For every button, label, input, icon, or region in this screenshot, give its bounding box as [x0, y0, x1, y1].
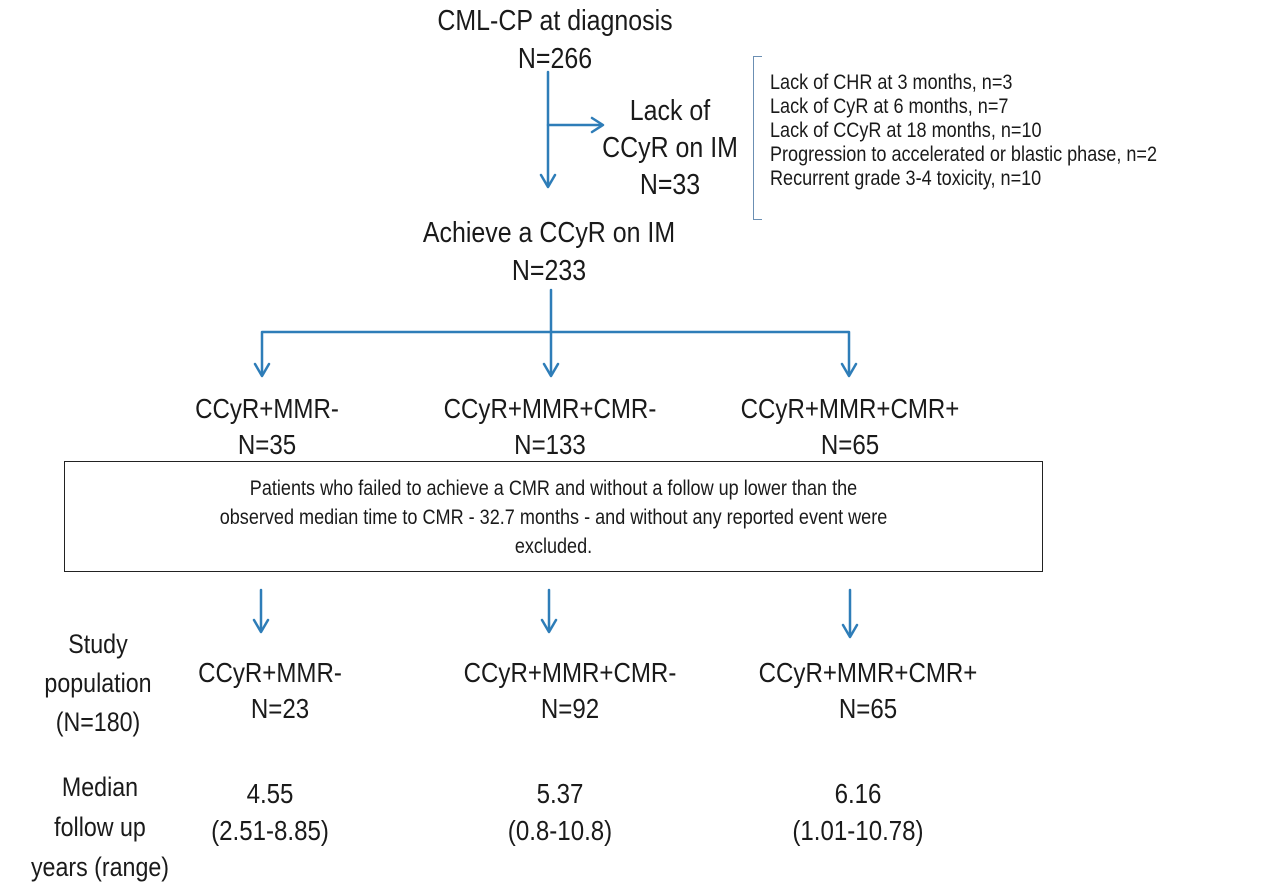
followup-label-line2: follow up — [54, 812, 146, 842]
group-3-label: CCyR+MMR+CMR+ — [740, 393, 960, 424]
exclusion-note-line: observed median time to CMR - 32.7 month… — [219, 506, 888, 529]
study-group-2-label: CCyR+MMR+CMR- — [463, 657, 677, 688]
achieve-title: Achieve a CCyR on IM — [422, 217, 676, 249]
reason-item: Progression to accelerated or blastic ph… — [770, 143, 1158, 166]
followup-2-range: (0.8-10.8) — [507, 815, 613, 846]
achieve-count: N=233 — [511, 255, 587, 287]
group-1-count: N=35 — [237, 429, 297, 460]
group-3-count: N=65 — [820, 429, 880, 460]
followup-2-median: 5.37 — [536, 778, 584, 809]
exclusion-note-line: excluded. — [514, 535, 593, 558]
followup-label-line3: years (range) — [30, 852, 170, 882]
lack-line2: CCyR on IM — [602, 132, 738, 164]
reason-item: Recurrent grade 3-4 toxicity, n=10 — [770, 167, 1042, 190]
reasons-bracket — [753, 56, 762, 220]
study-population-line3: (N=180) — [55, 707, 141, 737]
study-population-line1: Study — [68, 629, 128, 659]
followup-1-median: 4.55 — [246, 778, 294, 809]
followup-label-line1: Median — [61, 772, 139, 802]
followup-1-range: (2.51-8.85) — [211, 815, 329, 846]
study-group-1-label: CCyR+MMR- — [198, 657, 342, 688]
group-2-label: CCyR+MMR+CMR- — [443, 393, 657, 424]
study-population-line2: population — [44, 668, 152, 698]
diagnosis-title: CML-CP at diagnosis — [437, 5, 673, 37]
study-group-3-label: CCyR+MMR+CMR+ — [758, 657, 978, 688]
arrow-achieve-split — [260, 288, 851, 377]
group-1-label: CCyR+MMR- — [195, 393, 339, 424]
study-group-3-count: N=65 — [838, 693, 898, 724]
diagnosis-count: N=266 — [517, 43, 593, 75]
followup-3-range: (1.01-10.78) — [792, 815, 924, 846]
lack-line1: Lack of — [629, 95, 711, 127]
exclusion-note-line: Patients who failed to achieve a CMR and… — [249, 477, 858, 500]
group-2-count: N=133 — [514, 429, 586, 460]
reason-item: Lack of CyR at 6 months, n=7 — [770, 95, 1009, 118]
reasons-list: Lack of CHR at 3 months, n=3 Lack of CyR… — [770, 71, 1157, 191]
reason-item: Lack of CCyR at 18 months, n=10 — [770, 119, 1042, 142]
exclusion-note-box: Patients who failed to achieve a CMR and… — [64, 461, 1043, 572]
study-group-1-count: N=23 — [250, 693, 310, 724]
followup-3-median: 6.16 — [834, 778, 882, 809]
reason-item: Lack of CHR at 3 months, n=3 — [770, 71, 1013, 94]
lack-count: N=33 — [639, 169, 701, 201]
study-group-2-count: N=92 — [540, 693, 600, 724]
